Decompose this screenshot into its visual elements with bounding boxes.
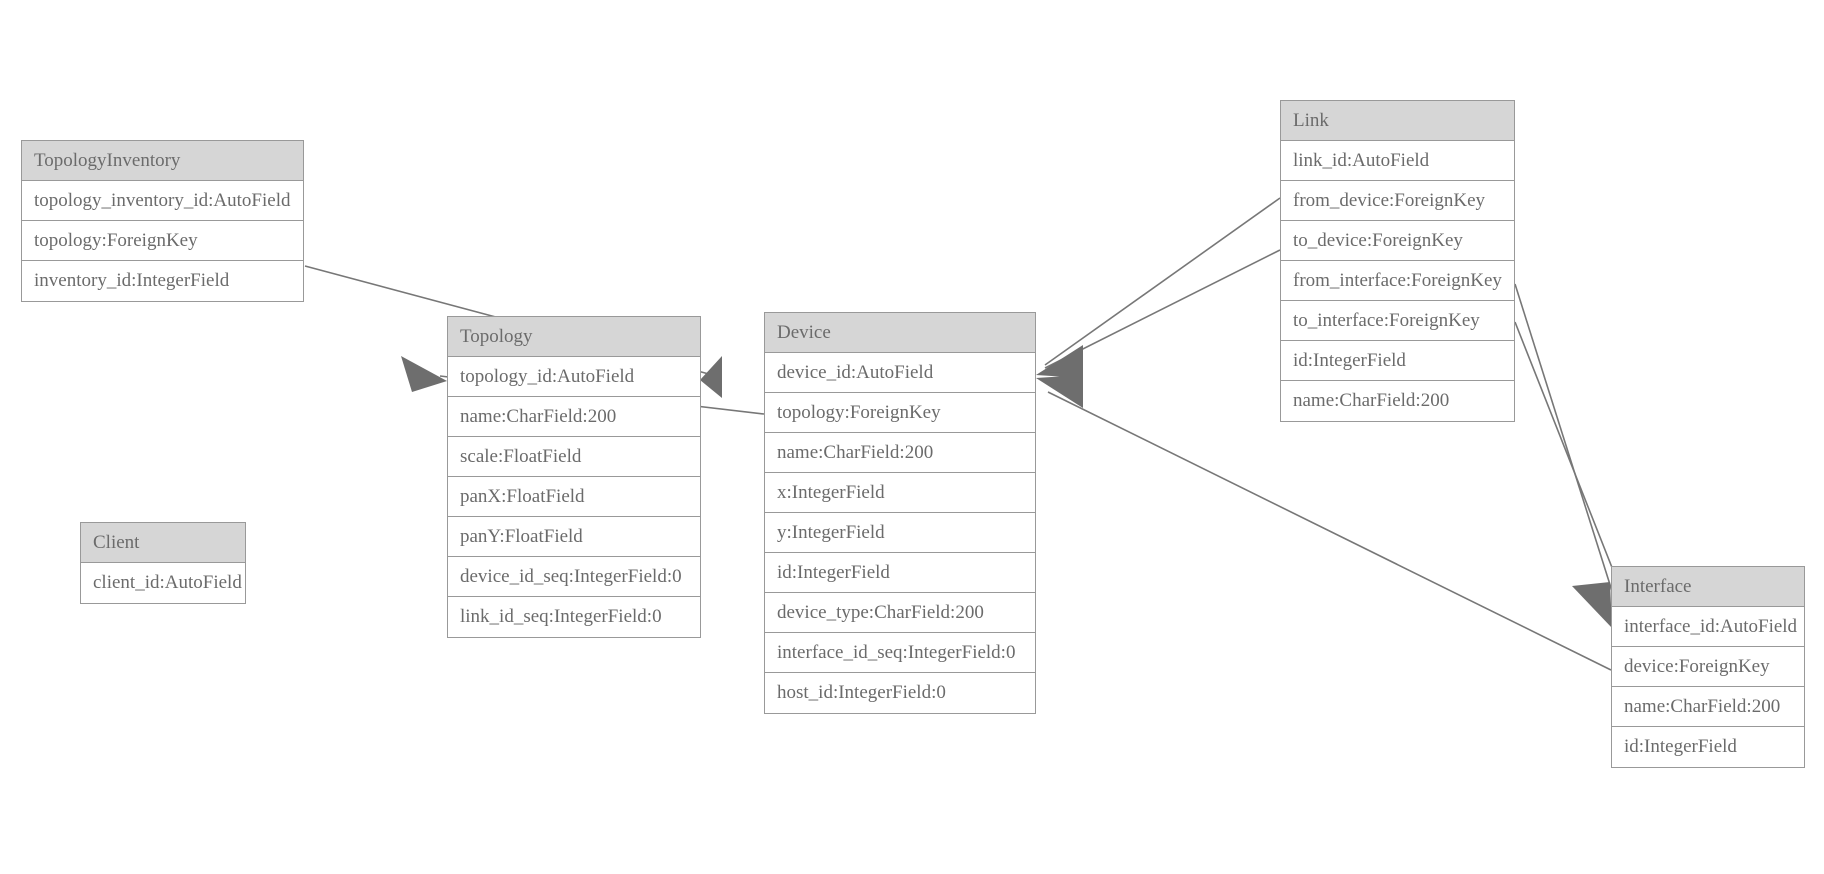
field-device-type: device_type:CharField:200 xyxy=(765,593,1035,633)
arrowhead-topology-left-a xyxy=(401,356,447,392)
entity-title-topologyinventory: TopologyInventory xyxy=(22,141,303,181)
field-link-id-seq: link_id_seq:IntegerField:0 xyxy=(460,606,662,627)
field-client-id: client_id:AutoField xyxy=(93,572,242,593)
field-inventory-id: inventory_id:IntegerField xyxy=(34,270,230,291)
entity-title-interface: Interface xyxy=(1612,567,1804,607)
field-interface-device-fk: device:ForeignKey xyxy=(1612,647,1804,687)
field-pany: panY:FloatField xyxy=(448,517,700,557)
entity-topologyinventory[interactable]: TopologyInventory topology_inventory_id:… xyxy=(21,140,304,302)
arrowhead-topology-left-b xyxy=(700,356,722,398)
field-interface-name: name:CharField:200 xyxy=(1612,687,1804,727)
field-device-id-int: id:IntegerField xyxy=(765,553,1035,593)
field-device-name: name:CharField:200 xyxy=(765,433,1035,473)
entity-title-link: Link xyxy=(1281,101,1514,141)
field-to-device: to_device:ForeignKey xyxy=(1281,221,1514,261)
field-link-name: name:CharField:200 xyxy=(1293,390,1450,411)
field-topology-name: name:CharField:200 xyxy=(448,397,700,437)
entity-device[interactable]: Device device_id:AutoField topology:Fore… xyxy=(764,312,1036,714)
field-from-device: from_device:ForeignKey xyxy=(1281,181,1514,221)
edge-link-from-interface xyxy=(1514,283,1619,611)
edge-link-from-device xyxy=(1044,197,1281,366)
entity-interface[interactable]: Interface interface_id:AutoField device:… xyxy=(1611,566,1805,768)
field-link-id-int: id:IntegerField xyxy=(1281,341,1514,381)
field-device-topology-fk: topology:ForeignKey xyxy=(765,393,1035,433)
entity-client[interactable]: Client client_id:AutoField xyxy=(80,522,246,604)
field-device-id-seq: device_id_seq:IntegerField:0 xyxy=(448,557,700,597)
field-device-y: y:IntegerField xyxy=(765,513,1035,553)
edge-interface-device xyxy=(1047,391,1612,671)
field-interface-id-seq: interface_id_seq:IntegerField:0 xyxy=(765,633,1035,673)
arrowhead-device-right-upper xyxy=(1036,345,1083,378)
field-to-interface: to_interface:ForeignKey xyxy=(1281,301,1514,341)
edge-link-to-device xyxy=(1044,249,1281,369)
arrowhead-interface-topleft xyxy=(1572,582,1612,628)
field-topology-fk: topology:ForeignKey xyxy=(22,221,303,261)
entity-title-topology: Topology xyxy=(448,317,700,357)
field-from-interface: from_interface:ForeignKey xyxy=(1281,261,1514,301)
field-topology-inventory-id: topology_inventory_id:AutoField xyxy=(22,181,303,221)
field-device-x: x:IntegerField xyxy=(765,473,1035,513)
field-topology-id: topology_id:AutoField xyxy=(448,357,700,397)
field-interface-id: interface_id:AutoField xyxy=(1612,607,1804,647)
entity-link[interactable]: Link link_id:AutoField from_device:Forei… xyxy=(1280,100,1515,422)
field-host-id: host_id:IntegerField:0 xyxy=(777,682,946,703)
field-link-id: link_id:AutoField xyxy=(1281,141,1514,181)
entity-title-device: Device xyxy=(765,313,1035,353)
arrowhead-device-right-lower xyxy=(1036,375,1083,408)
field-scale: scale:FloatField xyxy=(448,437,700,477)
entity-title-client: Client xyxy=(81,523,245,563)
field-interface-id-int: id:IntegerField xyxy=(1624,736,1737,757)
field-device-id: device_id:AutoField xyxy=(765,353,1035,393)
entity-topology[interactable]: Topology topology_id:AutoField name:Char… xyxy=(447,316,701,638)
field-panx: panX:FloatField xyxy=(448,477,700,517)
